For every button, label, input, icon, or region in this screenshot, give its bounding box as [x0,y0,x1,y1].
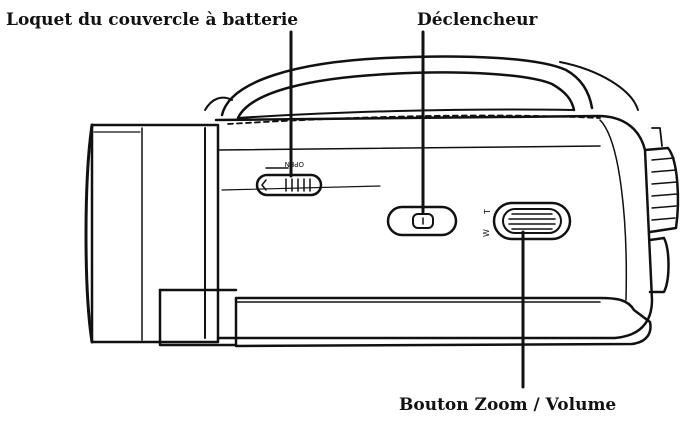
wide-marking: W [482,229,491,237]
camera-body [214,114,654,340]
tele-marking: T [483,209,492,215]
mode-dial[interactable] [643,127,680,294]
battery-latch[interactable] [255,167,323,197]
bottom-plate [158,288,652,348]
leader-lines [289,30,525,389]
zoom-volume-button[interactable] [492,201,572,241]
zoom-volume-button-label: Bouton Zoom / Volume [399,395,617,415]
open-marking: OPEN [285,160,304,168]
lens-barrel [84,123,220,344]
battery-cover-latch-label: Loquet du couvercle à batterie [6,10,299,30]
shutter-label: Déclencheur [417,10,538,30]
